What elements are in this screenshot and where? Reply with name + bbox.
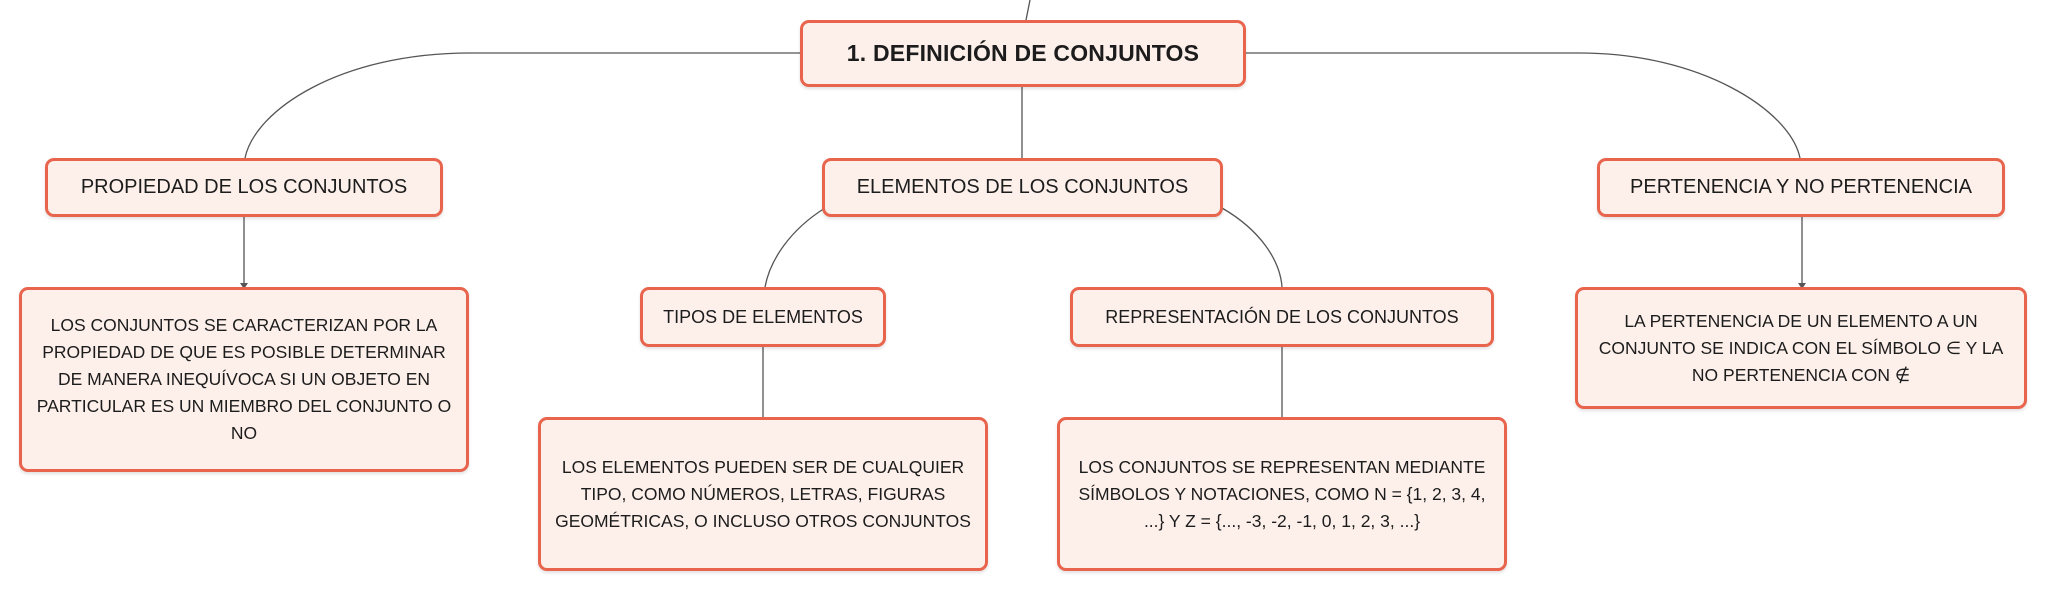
node-tipos-desc-text: LOS ELEMENTOS PUEDEN SER DE CUALQUIER TI…	[555, 456, 971, 531]
node-root-label: 1. DEFINICIÓN DE CONJUNTOS	[846, 40, 1200, 66]
node-tipos-desc[interactable]: LOS ELEMENTOS PUEDEN SER DE CUALQUIER TI…	[538, 417, 988, 571]
node-pertenencia-desc-text: LA PERTENENCIA DE UN ELEMENTO A UN CONJU…	[1598, 310, 2004, 385]
node-propiedad-desc[interactable]: LOS CONJUNTOS SE CARACTERIZAN POR LA PRO…	[19, 287, 469, 472]
node-propiedad[interactable]: PROPIEDAD DE LOS CONJUNTOS	[45, 158, 443, 217]
node-pertenencia-desc[interactable]: LA PERTENENCIA DE UN ELEMENTO A UN CONJU…	[1575, 287, 2027, 409]
node-tipos-label: TIPOS DE ELEMENTOS	[663, 306, 863, 327]
connector-elementos-tipos	[764, 207, 826, 288]
connector-root-propiedad	[244, 52, 800, 159]
node-pertenencia[interactable]: PERTENENCIA Y NO PERTENENCIA	[1597, 158, 2005, 217]
node-propiedad-desc-text: LOS CONJUNTOS SE CARACTERIZAN POR LA PRO…	[36, 315, 452, 443]
node-representacion-desc[interactable]: LOS CONJUNTOS SE REPRESENTAN MEDIANTE SÍ…	[1057, 417, 1507, 571]
node-representacion-desc-text: LOS CONJUNTOS SE REPRESENTAN MEDIANTE SÍ…	[1078, 456, 1486, 531]
node-pertenencia-label: PERTENENCIA Y NO PERTENENCIA	[1630, 176, 1972, 198]
connector-root-parent	[1025, 0, 1031, 21]
node-root[interactable]: 1. DEFINICIÓN DE CONJUNTOS	[800, 20, 1246, 87]
node-elementos[interactable]: ELEMENTOS DE LOS CONJUNTOS	[822, 158, 1223, 217]
node-tipos[interactable]: TIPOS DE ELEMENTOS	[640, 287, 886, 347]
node-representacion[interactable]: REPRESENTACIÓN DE LOS CONJUNTOS	[1070, 287, 1494, 347]
connector-root-pertenencia	[1246, 52, 1801, 159]
node-propiedad-label: PROPIEDAD DE LOS CONJUNTOS	[80, 176, 408, 198]
node-representacion-label: REPRESENTACIÓN DE LOS CONJUNTOS	[1105, 306, 1459, 327]
node-elementos-label: ELEMENTOS DE LOS CONJUNTOS	[856, 176, 1189, 198]
connector-elementos-representacion	[1221, 207, 1283, 288]
